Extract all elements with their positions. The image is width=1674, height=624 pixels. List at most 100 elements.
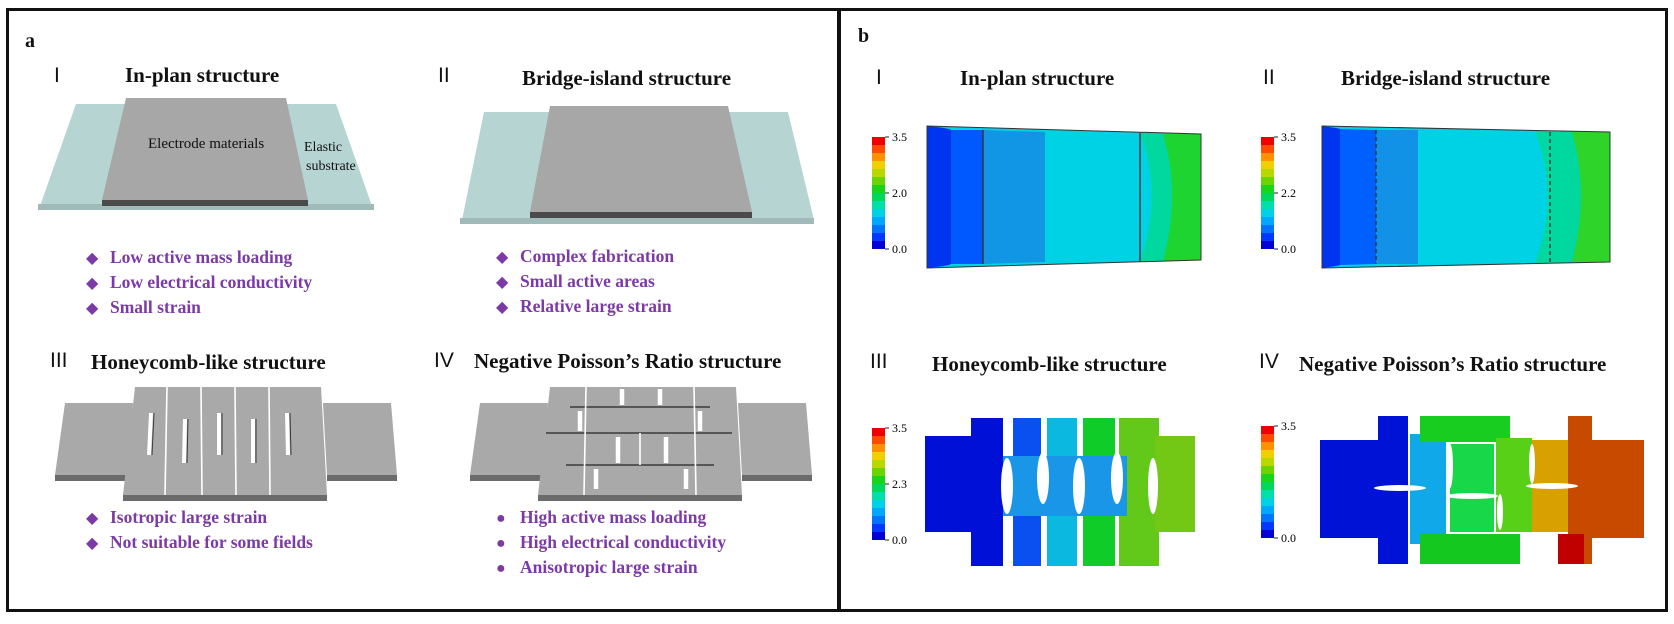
panel-a-numeral-4: IV xyxy=(434,349,454,372)
panel-b-title-2: Bridge-island structure xyxy=(1341,66,1551,90)
panel-b-title-4: Negative Poisson’s Ratio structure xyxy=(1299,352,1607,376)
fem-negative-poisson xyxy=(1320,416,1644,564)
scale-band xyxy=(872,209,885,217)
bullets-4: ●High active mass loading ●High electric… xyxy=(496,505,726,580)
scale-tick-label: 3.5 xyxy=(892,421,907,435)
scale-band xyxy=(1261,209,1274,217)
scale-band xyxy=(1261,482,1274,490)
panel-a-numeral-1: I xyxy=(54,64,60,87)
scale-tick-label: 0.0 xyxy=(1281,242,1296,256)
bullet-item: ◆Low electrical conductivity xyxy=(86,272,313,292)
panel-b-numeral-1: I xyxy=(876,66,882,89)
panel-a-title-2: Bridge-island structure xyxy=(522,66,732,90)
scale-band xyxy=(1261,161,1274,169)
panel-a-label: a xyxy=(25,30,35,52)
bullet-item: ◆Not suitable for some fields xyxy=(86,532,313,552)
panel-a-title-1: In-plan structure xyxy=(125,63,280,87)
scale-band xyxy=(1261,466,1274,474)
scale-band xyxy=(1261,426,1274,434)
scale-tick-label: 2.2 xyxy=(1281,186,1296,200)
fem-in-plan xyxy=(926,125,1202,269)
panel-a-numeral-2: II xyxy=(438,64,450,87)
panel-a-title-4: Negative Poisson’s Ratio structure xyxy=(474,349,782,373)
bullet-item: ◆Low active mass loading xyxy=(86,247,293,267)
scale-band xyxy=(1261,442,1274,450)
scale-band xyxy=(872,241,885,249)
scale-band xyxy=(1261,145,1274,153)
scale-band xyxy=(1261,225,1274,233)
scale-band xyxy=(872,484,885,492)
scale-band xyxy=(872,516,885,524)
bullet-item: ●High electrical conductivity xyxy=(496,532,727,552)
scale-band xyxy=(1261,193,1274,201)
scale-band xyxy=(1261,474,1274,482)
scale-band xyxy=(872,500,885,508)
scale-tick-label: 0.0 xyxy=(892,533,907,547)
scale-tick-label: 2.0 xyxy=(892,186,907,200)
scale-band xyxy=(872,177,885,185)
scale-tick-label: 3.5 xyxy=(892,130,907,144)
scale-band xyxy=(872,217,885,225)
scale-band xyxy=(872,233,885,241)
bullet-item: ◆Complex fabrication xyxy=(496,246,675,266)
color-scale-4: 3.5 0.0 xyxy=(1261,419,1321,553)
bullet-item: ◆Isotropic large strain xyxy=(86,507,268,527)
scale-band xyxy=(872,153,885,161)
scale-band xyxy=(872,476,885,484)
color-scale-2: 3.5 2.2 0.0 xyxy=(1261,130,1321,264)
scale-band xyxy=(872,428,885,436)
scale-band xyxy=(872,436,885,444)
panel-b-numeral-2: II xyxy=(1263,66,1275,89)
scale-band xyxy=(1261,233,1274,241)
scale-band xyxy=(872,145,885,153)
scale-band xyxy=(1261,201,1274,209)
scale-tick-label: 0.0 xyxy=(1281,531,1296,545)
scale-band xyxy=(872,532,885,540)
bullet-item: ◆Small strain xyxy=(86,297,201,317)
npr-illustration xyxy=(470,386,812,501)
scale-band xyxy=(1261,185,1274,193)
scale-band xyxy=(872,524,885,532)
fem-bridge-island xyxy=(1321,125,1611,269)
scale-band xyxy=(872,492,885,500)
scale-band xyxy=(872,193,885,201)
scale-band xyxy=(872,468,885,476)
scale-band xyxy=(872,452,885,460)
scale-band xyxy=(872,508,885,516)
panel-b xyxy=(837,8,1668,612)
scale-tick-label: 0.0 xyxy=(892,242,907,256)
bullet-item: ●Anisotropic large strain xyxy=(496,557,698,577)
scale-band xyxy=(1261,458,1274,466)
scale-band xyxy=(1261,217,1274,225)
electrode-label: Electrode materials xyxy=(148,136,264,152)
panel-a-title-3: Honeycomb-like structure xyxy=(91,350,326,374)
scale-band xyxy=(1261,137,1274,145)
scale-band xyxy=(872,161,885,169)
scale-band xyxy=(1261,514,1274,522)
scale-band xyxy=(872,201,885,209)
panel-b-title-1: In-plan structure xyxy=(960,66,1115,90)
bullet-item: ◆Small active areas xyxy=(496,271,655,291)
scale-band xyxy=(872,169,885,177)
bridge-island-illustration xyxy=(460,106,814,224)
substrate-label-line2: substrate xyxy=(306,159,356,174)
scale-band xyxy=(1261,241,1274,249)
bullet-item: ●High active mass loading xyxy=(496,507,707,527)
scale-band xyxy=(1261,450,1274,458)
scale-band xyxy=(1261,153,1274,161)
scale-band xyxy=(1261,169,1274,177)
scale-band xyxy=(1261,490,1274,498)
scale-band xyxy=(1261,434,1274,442)
bullet-item: ◆Relative large strain xyxy=(496,296,672,316)
scale-band xyxy=(872,225,885,233)
fem-honeycomb xyxy=(925,418,1195,566)
panel-b-label: b xyxy=(858,25,870,47)
scale-band xyxy=(1261,177,1274,185)
scale-tick-label: 3.5 xyxy=(1281,130,1296,144)
scale-band xyxy=(1261,498,1274,506)
scale-band xyxy=(872,444,885,452)
bullets-3: ◆Isotropic large strain ◆Not suitable fo… xyxy=(86,505,313,555)
in-plan-illustration: Electrode materials Elastic substrate xyxy=(38,98,374,210)
scale-tick-label: 3.5 xyxy=(1281,419,1296,433)
